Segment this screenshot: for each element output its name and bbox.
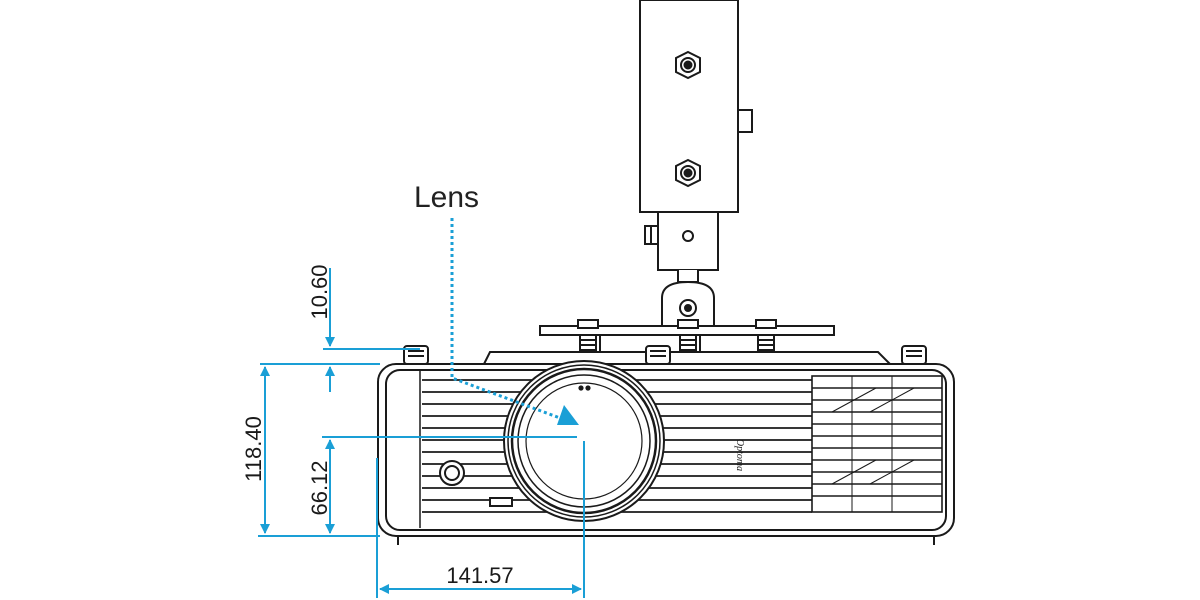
brand-logo: Optoma (734, 439, 745, 471)
adjust-feet (403, 345, 927, 365)
side-vent (811, 375, 943, 513)
dimension-top-offset: 10.60 (307, 264, 332, 319)
dimension-total-height: 118.40 (241, 416, 266, 482)
dimension-lines (258, 268, 585, 598)
lens-label: Lens (414, 181, 479, 214)
dimension-lens-height: 66.12 (307, 460, 332, 515)
dimension-lens-horizontal: 141.57 (446, 563, 513, 588)
mount-bolt-upper (675, 50, 701, 80)
lens-callout: Lens (414, 181, 579, 425)
ceiling-mount (539, 0, 835, 362)
mount-bolt-lower (675, 158, 701, 188)
plate-screws (577, 319, 777, 351)
projector-body (377, 345, 955, 545)
